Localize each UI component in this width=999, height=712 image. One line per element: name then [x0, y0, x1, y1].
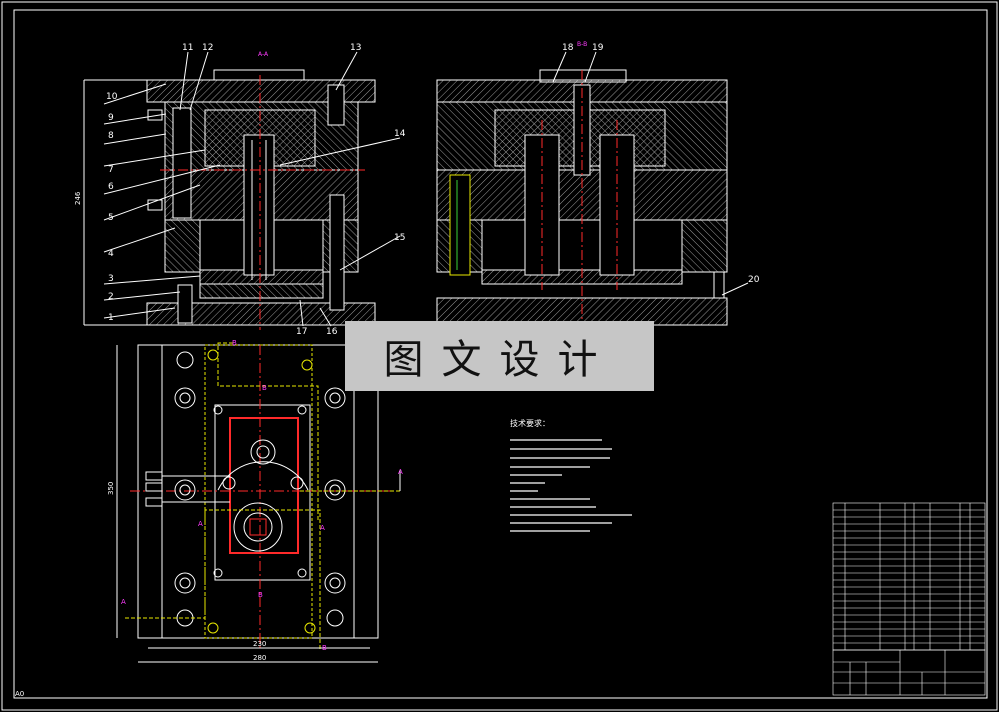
plan-view: 230 280 350 B B B B A A A A — [107, 339, 403, 663]
callout-8: 8 — [108, 131, 114, 141]
left-support-block-l — [164, 219, 201, 273]
callout-19: 19 — [592, 43, 604, 53]
section-letter-a-2: A — [121, 598, 126, 606]
callout-18: 18 — [562, 43, 574, 53]
right-callouts — [552, 51, 749, 296]
left-return-pin — [329, 194, 345, 311]
sheet-inner-frame — [13, 9, 988, 699]
left-cooling-nipple-2 — [147, 199, 163, 211]
right-locating-ring — [539, 69, 627, 83]
left-callout-numbers: 1 2 3 4 5 6 7 8 9 10 11 12 13 14 15 16 1… — [106, 43, 406, 337]
right-section-view: B-B — [436, 41, 728, 330]
section-arrow-label-b: B-B — [577, 41, 587, 48]
technical-notes: 技术要求： — [510, 418, 632, 532]
section-letter-b-4: B — [322, 644, 327, 652]
right-moving-plate — [436, 169, 728, 221]
left-core-a — [243, 134, 275, 276]
left-sprue-bushing-top — [213, 69, 305, 81]
callout-7: 7 — [108, 165, 114, 175]
section-letter-b-3: B — [258, 591, 263, 599]
callout-4: 4 — [108, 249, 114, 259]
plan-insert-outline — [214, 404, 311, 581]
callout-12: 12 — [202, 43, 213, 53]
left-screw-bottom — [177, 284, 193, 324]
notes-lines — [510, 439, 632, 532]
dimension-height-plan: 350 — [107, 482, 115, 495]
dimension-height-section: 246 — [74, 191, 82, 205]
callout-9: 9 — [108, 113, 114, 123]
left-guide-pin — [172, 107, 192, 219]
callout-5: 5 — [108, 213, 114, 223]
section-letter-a-4: A — [198, 520, 203, 528]
dimension-width-inner: 230 — [253, 640, 266, 648]
title-block — [832, 649, 986, 696]
callout-20: 20 — [748, 275, 760, 285]
callout-6: 6 — [108, 182, 114, 192]
sheet-corner-label: A0 — [15, 690, 24, 698]
callout-2: 2 — [108, 292, 114, 302]
callout-1: 1 — [108, 313, 114, 323]
notes-title: 技术要求： — [510, 418, 550, 428]
left-bottom-clamp-plate — [146, 302, 376, 326]
left-section-view: 246 A-A — [74, 51, 376, 330]
left-callouts — [103, 51, 401, 327]
watermark-banner: 图文设计 — [345, 321, 654, 391]
callout-16: 16 — [326, 327, 338, 337]
right-callout-numbers: 18 19 20 — [562, 43, 760, 285]
dimension-width-outer: 280 — [253, 654, 266, 662]
callout-14: 14 — [394, 129, 406, 139]
right-guide-pin — [449, 174, 471, 276]
left-ejector-retainer — [199, 283, 324, 299]
plan-cavity-outline — [229, 417, 299, 554]
plan-runner-arc — [217, 461, 309, 491]
right-support-block-r — [681, 219, 728, 273]
section-letter-b-2: B — [262, 384, 267, 392]
callout-3: 3 — [108, 274, 114, 284]
left-screw-top — [327, 84, 345, 126]
section-letter-b-1: B — [232, 339, 237, 347]
section-line-a — [125, 509, 321, 650]
callout-10: 10 — [106, 92, 118, 102]
callout-13: 13 — [350, 43, 361, 53]
section-letter-a-3: A — [320, 524, 325, 532]
callout-17: 17 — [296, 327, 307, 337]
section-arrow-label-a: A-A — [258, 51, 269, 58]
section-letter-a-1: A — [398, 468, 403, 476]
right-stop-pin — [713, 271, 725, 299]
callout-11: 11 — [182, 43, 193, 53]
parts-list — [832, 502, 986, 651]
section-line-b — [217, 342, 319, 520]
callout-15: 15 — [394, 233, 405, 243]
